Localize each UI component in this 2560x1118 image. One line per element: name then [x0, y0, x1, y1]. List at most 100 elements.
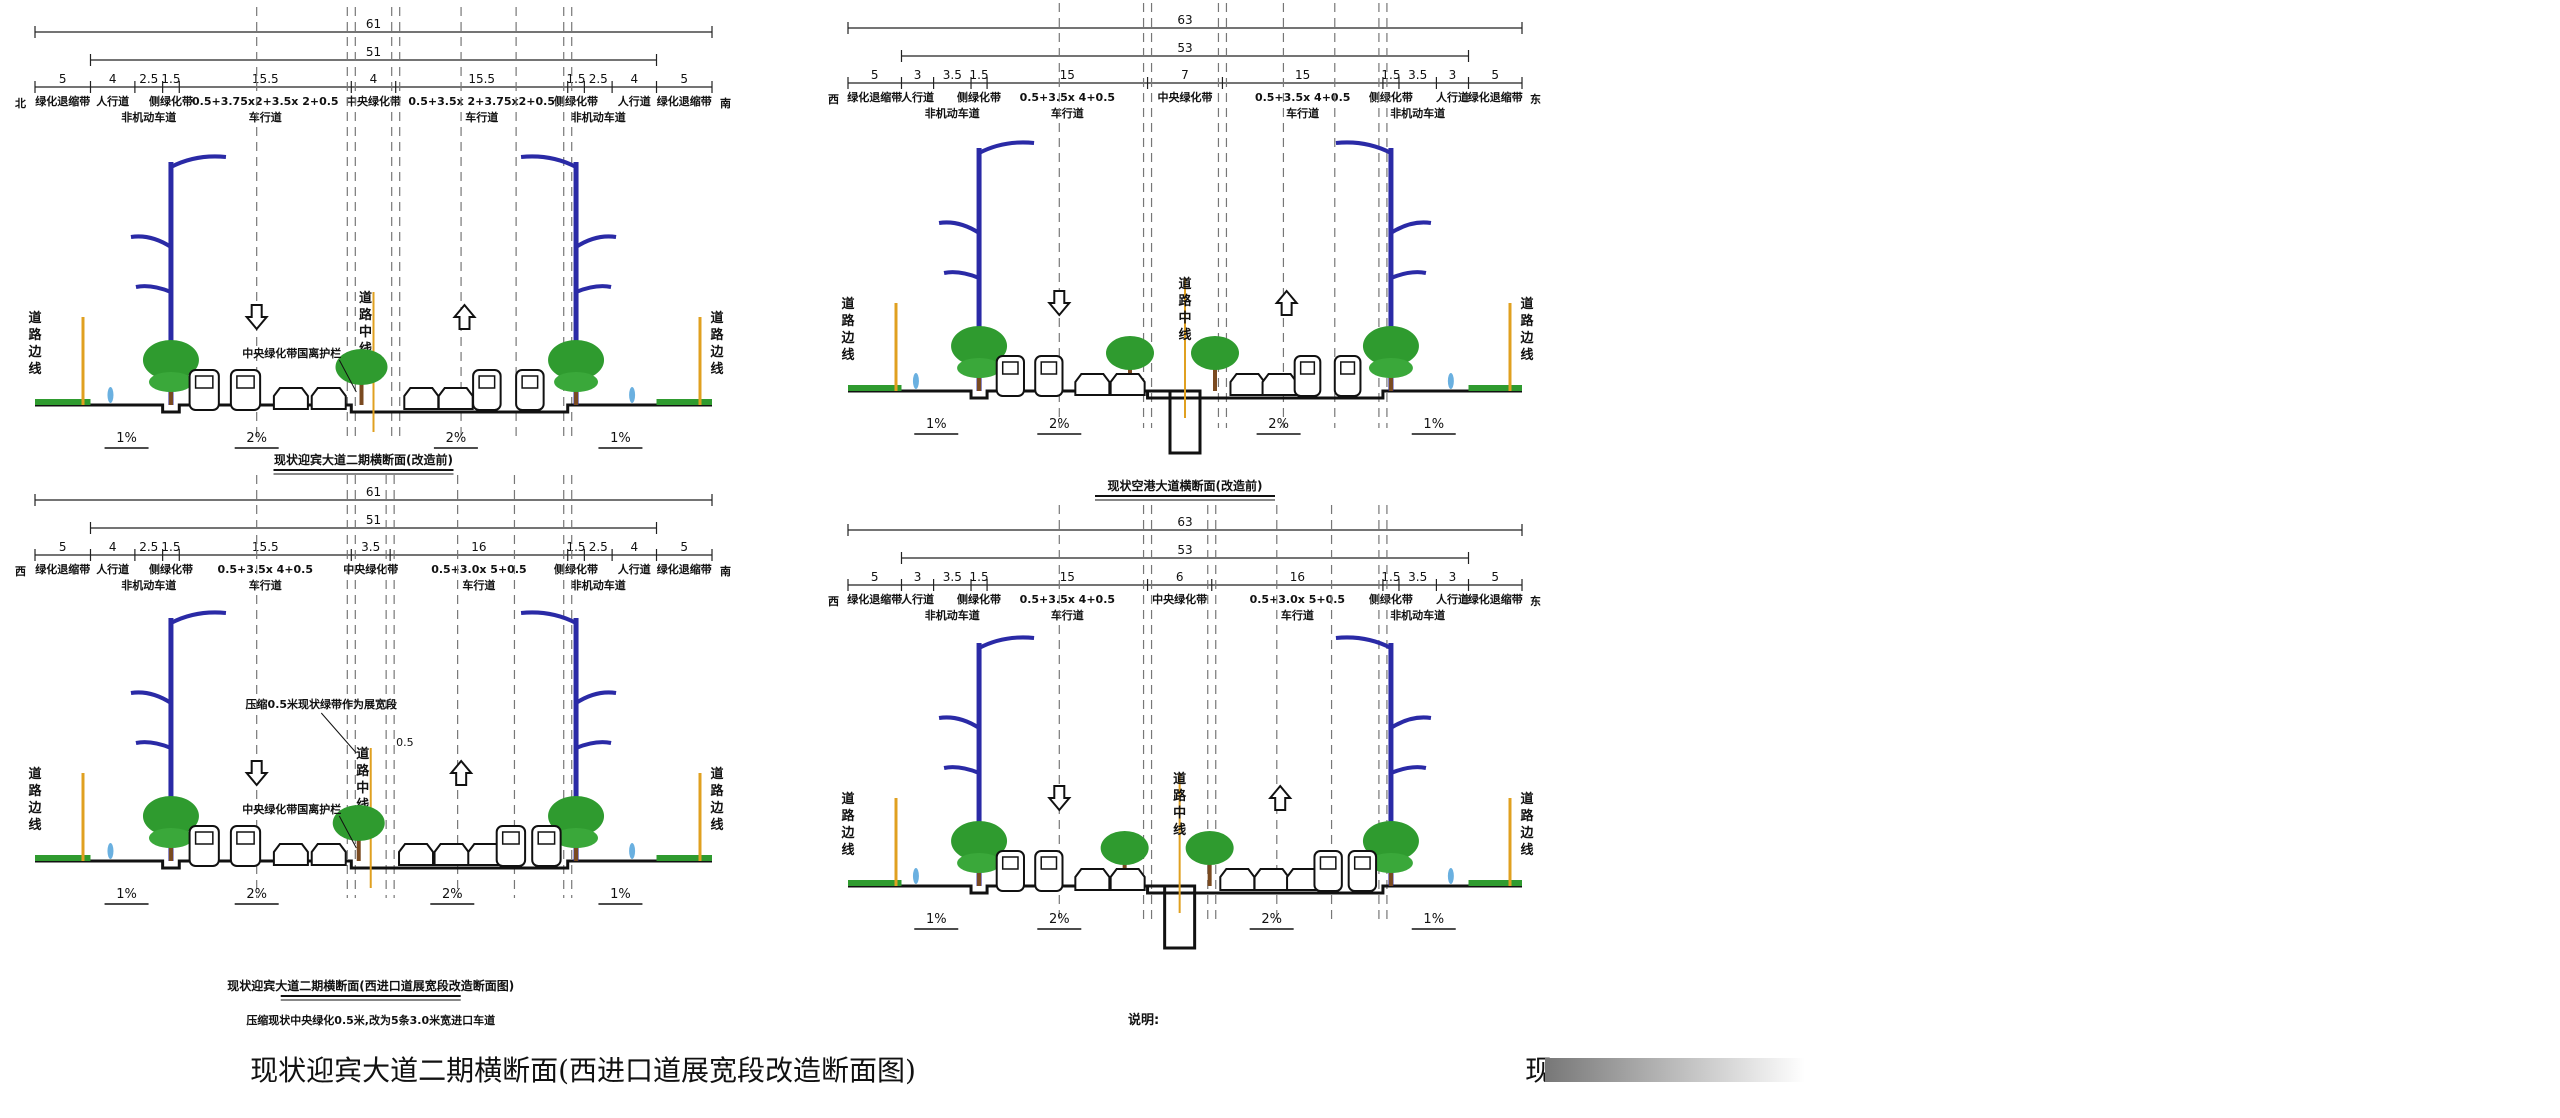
- ground-line: [848, 884, 1522, 950]
- tree-canopy: [1185, 831, 1234, 865]
- segment-label: 绿化退缩带: [35, 94, 90, 108]
- segment-width: 4: [109, 72, 117, 86]
- pedestrian: [629, 843, 636, 859]
- segment-label-2: 车行道: [1051, 106, 1084, 120]
- median-planting: [332, 805, 385, 861]
- segment-label: 0.5+3.5x 4+0.5: [1020, 91, 1115, 104]
- dimension-chain: 6353西东5绿化退缩带3人行道3.5非机动车道1.5侧绿化带150.5+3.5…: [828, 515, 1541, 622]
- segment-width: 1.5: [970, 68, 989, 82]
- lamp-arm-lower2: [135, 284, 172, 294]
- median-planting: [1106, 336, 1239, 391]
- segment-width: 5: [1491, 68, 1499, 82]
- slope-value: 2%: [246, 431, 267, 446]
- street-lamps: [130, 154, 617, 405]
- svg-text:边: 边: [1519, 826, 1534, 841]
- slope-value: 1%: [1423, 417, 1444, 432]
- compress-note: 压缩0.5米现状绿带作为展宽段: [246, 697, 398, 711]
- direction-right: 南: [720, 564, 731, 578]
- svg-text:道: 道: [1173, 771, 1186, 787]
- svg-text:中: 中: [356, 780, 369, 796]
- segment-width: 5: [59, 72, 67, 86]
- segment-label-2: 车行道: [249, 578, 282, 592]
- direction-left: 西: [828, 93, 839, 106]
- segment-label: 人行道: [96, 94, 129, 108]
- segment-label: 绿化退缩带: [657, 94, 712, 108]
- street-lamps: [938, 140, 1432, 391]
- segment-width: 7: [1181, 68, 1189, 82]
- svg-text:路: 路: [710, 783, 724, 799]
- segment-label-2: 车行道: [462, 578, 495, 592]
- lamp-arm-upper: [170, 610, 227, 625]
- bus-window: [236, 375, 255, 389]
- segment-label: 0.5+3.75x2+3.5x 2+0.5: [192, 95, 339, 108]
- segment-width: 5: [59, 540, 67, 554]
- lamp-arm-lower: [574, 690, 617, 705]
- segment-label: 非机动车道: [121, 578, 176, 592]
- svg-text:线: 线: [1178, 327, 1191, 343]
- segment-width: 3: [914, 68, 922, 82]
- bus: [188, 825, 220, 867]
- svg-text:道: 道: [1178, 276, 1191, 292]
- greenbelt-right: [656, 855, 712, 861]
- segment-width: 2.5: [139, 540, 158, 554]
- bus: [1347, 850, 1378, 892]
- segment-label: 绿化退缩带: [35, 562, 90, 576]
- subtotal-width: 53: [1177, 543, 1192, 557]
- bus: [515, 369, 545, 411]
- slope-labels: 1%2%2%1%: [104, 431, 643, 449]
- svg-text:道: 道: [359, 290, 372, 306]
- arrow-up: [1274, 289, 1299, 316]
- tree-canopy: [1368, 853, 1413, 873]
- svg-text:道: 道: [1520, 296, 1533, 312]
- compress-dim: 0.5: [396, 736, 414, 749]
- greenbelt-right: [1468, 880, 1522, 886]
- segment-width: 4: [370, 72, 378, 86]
- segment-label: 侧绿化带: [149, 562, 193, 576]
- tree-canopy: [1106, 336, 1154, 370]
- bus: [495, 825, 527, 867]
- arrow-down: [1047, 785, 1072, 812]
- tree-canopy: [148, 372, 193, 392]
- segment-label: 侧绿化带: [957, 90, 1001, 104]
- svg-text:道: 道: [841, 296, 854, 312]
- svg-text:路: 路: [28, 327, 42, 343]
- bus: [229, 369, 262, 411]
- svg-text:道: 道: [28, 310, 41, 326]
- bus-window: [1040, 361, 1058, 375]
- total-width: 63: [1177, 13, 1192, 27]
- segment-width: 2.5: [589, 72, 608, 86]
- tree-canopy: [332, 805, 385, 841]
- bus-window: [478, 375, 496, 389]
- lamp-arm-upper: [978, 635, 1035, 650]
- segment-label: 绿化退缩带: [1468, 592, 1523, 606]
- segment-label: 非机动车道: [571, 110, 626, 124]
- segment-width: 5: [680, 540, 688, 554]
- tree-canopy: [957, 853, 1002, 873]
- segment-width: 6: [1176, 570, 1184, 584]
- subtotal-width: 51: [366, 45, 381, 59]
- svg-text:路: 路: [359, 307, 373, 323]
- ground-profile: [35, 855, 712, 870]
- segment-label: 人行道: [618, 94, 651, 108]
- lamp-arm-lower: [938, 715, 981, 730]
- total-width: 61: [366, 485, 381, 499]
- segment-label: 非机动车道: [925, 106, 980, 120]
- lamp-arm-lower: [130, 234, 173, 249]
- segment-width: 3: [1449, 570, 1457, 584]
- segment-label: 中央绿化带: [346, 94, 401, 108]
- segment-label: 非机动车道: [571, 578, 626, 592]
- pedestrian: [912, 373, 919, 389]
- median-note-leader: [338, 815, 357, 849]
- segment-width: 2.5: [139, 72, 158, 86]
- segment-label-2: 车行道: [1281, 608, 1314, 622]
- segment-label: 0.5+3.5x 2+3.75x2+0.5: [408, 95, 555, 108]
- lamp-arm-upper: [1335, 635, 1392, 650]
- subtotal-width: 53: [1177, 41, 1192, 55]
- bus-window: [521, 375, 539, 389]
- section-title: 现状迎宾大道二期横断面(西进口道展宽段改造断面图): [227, 978, 514, 993]
